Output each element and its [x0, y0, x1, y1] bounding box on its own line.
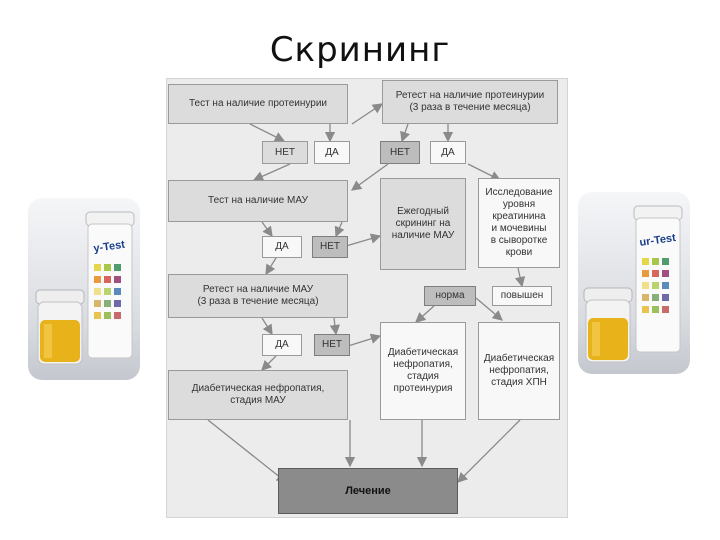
no-box-3: НЕТ — [312, 236, 348, 258]
treatment-box: Лечение — [278, 468, 458, 514]
yes-box-4: ДА — [262, 334, 302, 356]
no-box-4: НЕТ — [314, 334, 350, 356]
creatinine-study-box: Исследование уровня креатинина и мочевин… — [478, 178, 560, 268]
urine-test-photo-right: ur-Test — [578, 192, 690, 374]
nephropathy-mau-box: Диабетическая нефропатия, стадия МАУ — [168, 370, 348, 420]
slide-title: Скрининг — [269, 30, 451, 70]
urine-test-photo-left: y-Test — [28, 198, 140, 380]
test-mau-box: Тест на наличие МАУ — [168, 180, 348, 222]
color-chart — [94, 264, 121, 319]
annual-screening-box: Ежегодный скрининг на наличие МАУ — [380, 178, 466, 270]
nephropathy-ckd-box: Диабетическая нефропатия, стадия ХПН — [478, 322, 560, 420]
no-box-2: НЕТ — [380, 141, 420, 164]
retest-proteinuria-box: Ретест на наличие протеинурии (3 раза в … — [382, 80, 558, 124]
nephropathy-proteinuria-box: Диабетическая нефропатия, стадия протеин… — [380, 322, 466, 420]
urine-test-illustration: y-Test — [35, 211, 135, 365]
retest-mau-box: Ретест на наличие МАУ (3 раза в течение … — [168, 274, 348, 318]
yes-box-3: ДА — [262, 236, 302, 258]
yes-box-2: ДА — [430, 141, 466, 164]
no-box-1: НЕТ — [262, 141, 308, 164]
yes-box-1: ДА — [314, 141, 350, 164]
norm-box: норма — [424, 286, 476, 306]
test-proteinuria-box: Тест на наличие протеинурии — [168, 84, 348, 124]
urine-test-illustration: ur-Test — [583, 205, 683, 363]
strip-brand-label: y-Test — [93, 239, 126, 255]
color-chart — [642, 258, 669, 313]
elevated-box: повышен — [492, 286, 552, 306]
strip-brand-label: ur-Test — [639, 232, 677, 249]
